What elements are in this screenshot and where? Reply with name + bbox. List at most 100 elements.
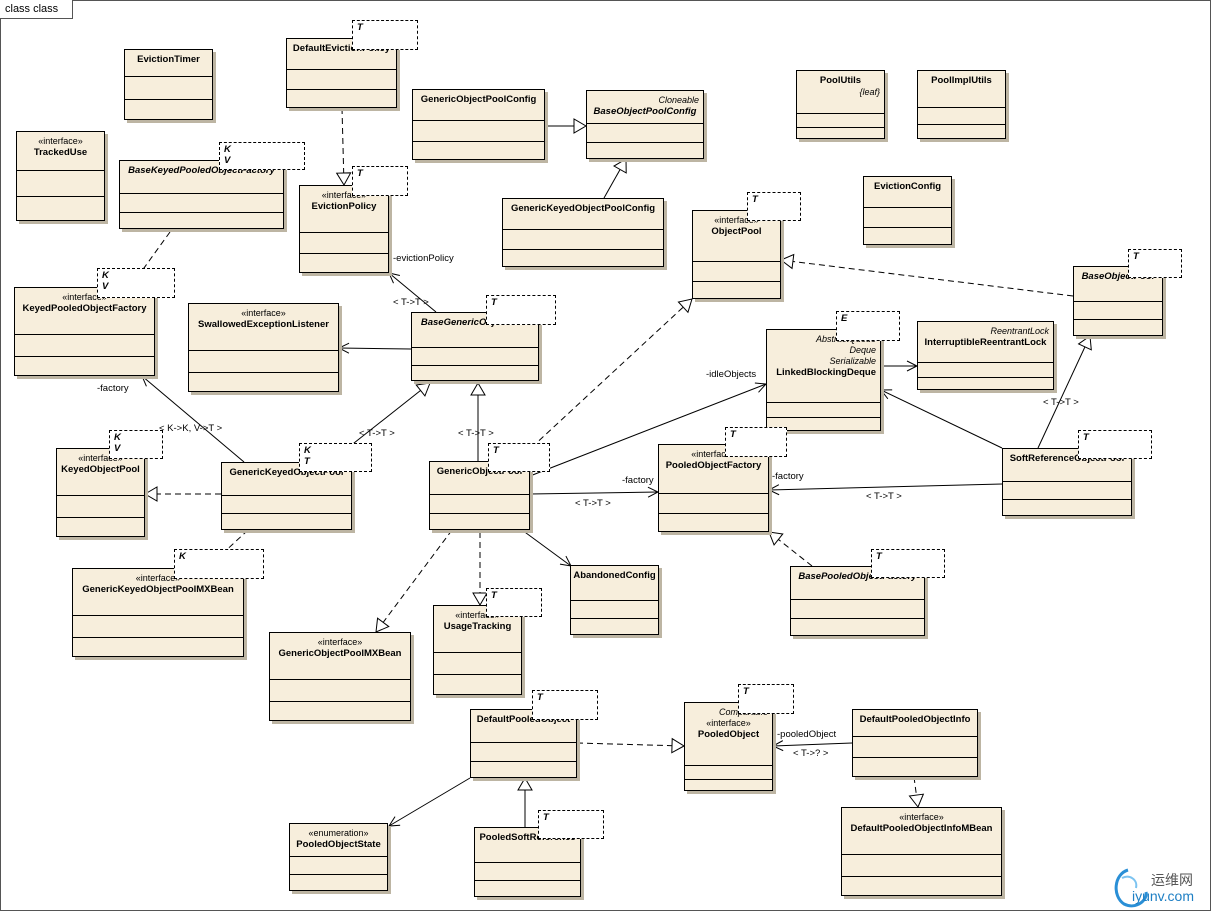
compartment-divider [659, 493, 768, 494]
class-name: LinkedBlockingDeque [776, 367, 876, 378]
class-stereotype: «interface» [706, 718, 751, 728]
class-name: BaseGenericObjectPool [420, 317, 530, 328]
class-stereotype: «interface» [78, 453, 123, 463]
compartment-divider [797, 127, 884, 128]
binding-label: < K->K, V->T > [159, 423, 223, 434]
class-note: Serializable [829, 356, 876, 366]
class-eviction-timer: EvictionTimer [124, 49, 213, 120]
realization-arrowhead [375, 617, 390, 633]
relation-association [388, 777, 471, 827]
compartment-divider [693, 281, 780, 282]
class-name: UsageTracking [443, 621, 512, 632]
template-params: T [352, 20, 418, 50]
class-name: GenericKeyedObjectPoolMXBean [82, 584, 234, 595]
relation-association [529, 383, 767, 477]
class-name: PooledObjectState [296, 839, 381, 850]
role-label: -pooledObject [777, 729, 837, 740]
generalization-arrowhead [470, 382, 486, 396]
class-generic-object-pool-mxbean: «interface»GenericObjectPoolMXBean [269, 632, 411, 721]
compartment-divider [791, 599, 924, 600]
class-name: TrackedUse [33, 147, 88, 158]
template-params: E [836, 311, 900, 341]
relation-association [521, 529, 572, 567]
compartment-divider [1003, 481, 1131, 482]
class-default-pooled-object: DefaultPooledObject [470, 709, 577, 778]
class-pooled-object: Comparable«interface»PooledObject [684, 702, 773, 791]
class-pooled-object-factory: «interface»PooledObjectFactory [658, 444, 769, 532]
compartment-divider [571, 600, 658, 601]
binding-label: < T->? > [793, 748, 829, 759]
compartment-divider [430, 513, 529, 514]
class-stereotype: «enumeration» [308, 828, 369, 838]
compartment-divider [270, 701, 410, 702]
role-label: -evictionPolicy [393, 253, 454, 264]
class-abandoned-config: AbandonedConfig [570, 565, 659, 635]
association-arrowhead [388, 272, 401, 284]
compartment-divider [73, 615, 243, 616]
compartment-divider [1074, 301, 1162, 302]
compartment-divider [287, 69, 396, 70]
class-name: DefaultEvictionPolicy [292, 43, 391, 54]
binding-label: < T->T > [458, 428, 494, 439]
template-params: T [738, 684, 794, 714]
class-note: Cloneable [658, 95, 699, 105]
generalization-arrowhead [1077, 335, 1092, 351]
realization-arrowhead [768, 531, 784, 546]
compartment-divider [918, 124, 1005, 125]
class-generic-keyed-object-pool-mxbean: «interface»GenericKeyedObjectPoolMXBean [72, 568, 244, 657]
class-generic-keyed-object-pool: GenericKeyedObjectPool [221, 462, 352, 530]
compartment-divider [120, 193, 283, 194]
class-name: ObjectPool [711, 226, 762, 237]
generalization-arrowhead [517, 777, 533, 791]
class-stereotype: «interface» [691, 449, 736, 459]
generalization-arrowhead [415, 382, 431, 397]
compartment-divider [434, 652, 521, 653]
class-stereotype: «interface» [455, 610, 500, 620]
class-generic-object-pool-config: GenericObjectPoolConfig [412, 89, 545, 160]
class-name: EvictionTimer [137, 54, 200, 65]
class-linked-blocking-deque: AbstractQueueDequeSerializableLinkedBloc… [766, 329, 881, 431]
class-name: KeyedPooledObjectFactory [22, 303, 147, 314]
compartment-divider [434, 674, 521, 675]
class-keyed-pooled-object-factory: «interface»KeyedPooledObjectFactory [14, 287, 155, 376]
compartment-divider [15, 334, 154, 335]
class-default-pooled-object-info: DefaultPooledObjectInfo [852, 709, 978, 777]
compartment-divider [587, 123, 703, 124]
relation-realization [122, 231, 171, 298]
template-params: T [486, 295, 556, 325]
relation-realization [780, 259, 1074, 297]
relation-association [388, 272, 437, 313]
compartment-divider [503, 249, 663, 250]
compartment-divider [413, 120, 544, 121]
compartment-divider [57, 517, 144, 518]
class-soft-reference-object-pool: SoftReferenceObjectPool [1002, 448, 1132, 516]
class-name: PooledSoftReference [479, 832, 576, 843]
relation-realization [341, 107, 345, 186]
compartment-divider [918, 107, 1005, 108]
class-name: InterruptibleReentrantLock [924, 337, 1047, 348]
class-name: SwallowedExceptionListener [198, 319, 329, 330]
class-name: DefaultPooledObjectInfo [859, 714, 971, 725]
compartment-divider [222, 495, 351, 496]
class-name: AbandonedConfig [573, 570, 656, 581]
class-stereotype: «interface» [241, 308, 286, 318]
compartment-divider [412, 347, 538, 348]
compartment-divider [475, 880, 580, 881]
binding-label: < T->T > [359, 428, 395, 439]
compartment-divider [270, 679, 410, 680]
class-stereotype: «interface» [321, 190, 367, 200]
compartment-divider [918, 377, 1053, 378]
realization-arrowhead [671, 737, 685, 754]
class-name: GenericObjectPoolConfig [420, 94, 537, 105]
compartment-divider [767, 402, 880, 403]
compartment-divider [125, 76, 212, 77]
template-params: T [486, 588, 542, 617]
class-name: GenericKeyedObjectPoolConfig [510, 203, 656, 214]
compartment-divider [471, 742, 576, 743]
class-object-pool: «interface»ObjectPool [692, 210, 781, 299]
class-name: SoftReferenceObjectPool [1009, 453, 1125, 464]
class-name: DefaultPooledObjectInfoMBean [850, 823, 993, 834]
association-arrowhead [767, 484, 780, 496]
